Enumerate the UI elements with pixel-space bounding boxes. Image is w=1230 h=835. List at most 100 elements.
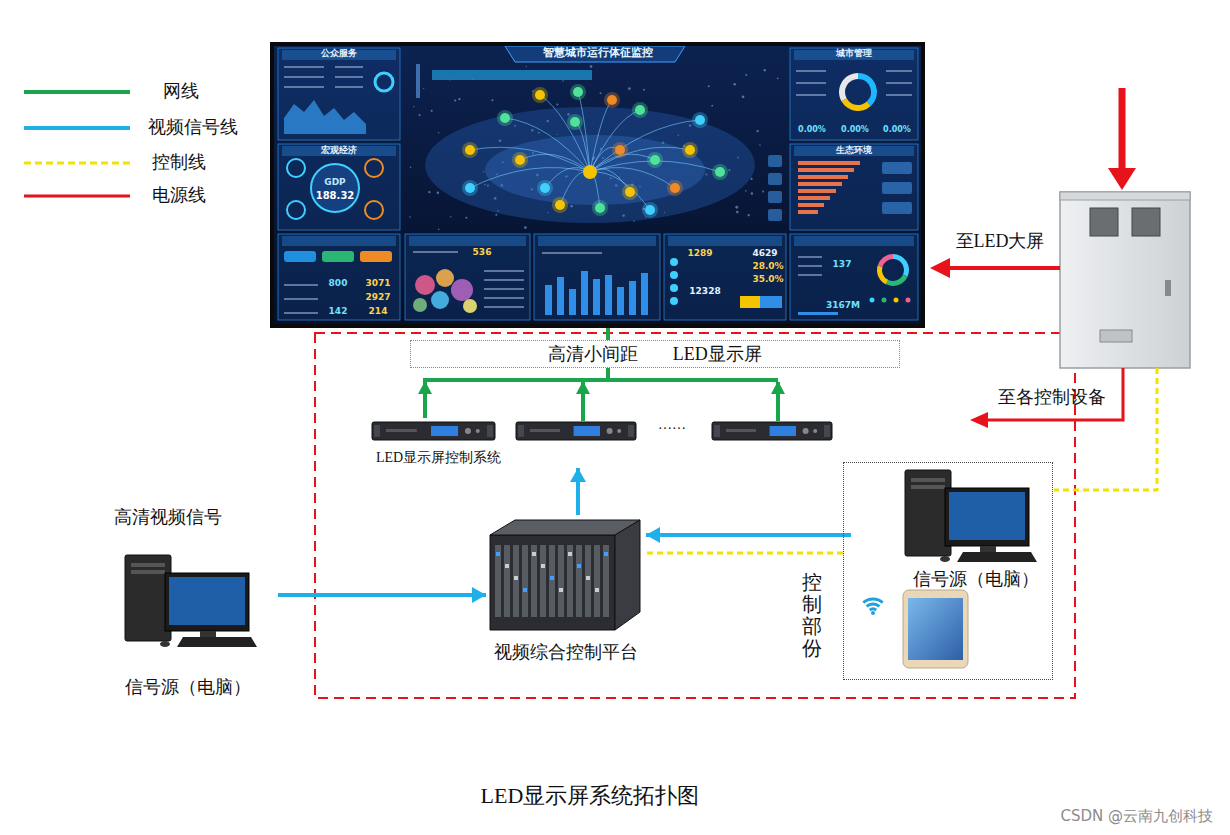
donut-segment xyxy=(841,98,870,111)
pc-screen xyxy=(949,492,1025,540)
card-port xyxy=(586,576,590,580)
controller-body xyxy=(372,422,495,440)
map-dot-glow xyxy=(497,110,513,126)
map-dot-glow xyxy=(552,197,568,213)
hbar xyxy=(798,189,836,193)
card-slot xyxy=(495,545,501,617)
card-port xyxy=(568,552,572,556)
metric-value: 1289 xyxy=(687,248,712,258)
metric-value: 3167M xyxy=(826,300,860,310)
donut-segment xyxy=(877,265,888,284)
legend-dot xyxy=(882,298,887,303)
legend-swatch xyxy=(22,157,132,169)
signal-label: 高清视频信号 xyxy=(114,507,222,528)
map-dot-glow xyxy=(622,184,638,200)
cabinet-plate xyxy=(1100,330,1132,342)
arrowhead xyxy=(771,381,785,394)
star-dot xyxy=(643,89,645,91)
bar xyxy=(545,285,552,315)
star-dot xyxy=(759,144,760,145)
stat-tile xyxy=(882,202,912,214)
text-line xyxy=(798,312,838,315)
mini-icon xyxy=(670,297,678,305)
map-dot-glow xyxy=(667,180,683,196)
metric-value: 214 xyxy=(369,306,388,316)
text-line xyxy=(335,86,363,88)
flow-line xyxy=(540,95,590,172)
arrowhead xyxy=(1108,168,1136,190)
card-slot xyxy=(594,545,600,617)
map-scroll xyxy=(416,64,420,98)
star-dot xyxy=(745,190,747,192)
legend-dot xyxy=(906,298,911,303)
bar xyxy=(569,289,576,315)
star-dot xyxy=(751,192,753,194)
map-dot-glow xyxy=(462,180,478,196)
metric-value: 0.00% xyxy=(798,125,826,134)
connector xyxy=(278,593,486,597)
bar xyxy=(593,279,600,315)
map-dot xyxy=(615,145,625,155)
legend-dot xyxy=(870,298,875,303)
star-dot xyxy=(526,66,527,67)
metric-value: 3071 xyxy=(365,278,390,288)
star-dot xyxy=(628,87,631,90)
map-dot-glow xyxy=(604,92,620,108)
arrowhead xyxy=(970,412,988,428)
kpi-ring xyxy=(365,201,383,219)
map-dot xyxy=(645,205,655,215)
hbar xyxy=(798,196,830,200)
star-dot xyxy=(590,65,593,68)
star-dot xyxy=(450,216,451,217)
map-glow xyxy=(485,135,705,205)
metric-value: 137 xyxy=(833,259,852,269)
connector-group xyxy=(278,587,486,603)
hbar xyxy=(798,175,848,179)
word-bubble xyxy=(436,269,454,287)
dashboard-panel xyxy=(664,234,786,320)
card-slot xyxy=(504,545,510,617)
text-line xyxy=(886,70,912,72)
rack-ear xyxy=(628,425,634,437)
drive-bay xyxy=(911,485,945,489)
star-dot xyxy=(556,104,558,106)
star-dot xyxy=(410,166,412,168)
legend-swatch xyxy=(22,86,132,98)
side-icon xyxy=(768,191,782,203)
bar xyxy=(557,277,564,315)
platform-top xyxy=(490,520,640,535)
card-port xyxy=(505,564,509,568)
connector-group xyxy=(570,468,586,515)
map-dot xyxy=(555,200,565,210)
star-dot xyxy=(438,132,439,133)
map-dot-glow xyxy=(462,142,478,158)
wifi-arc xyxy=(869,608,877,612)
star-dot xyxy=(437,191,440,194)
text-line xyxy=(798,274,822,276)
dashboard-panel xyxy=(278,144,400,230)
text-line xyxy=(796,94,826,96)
panel-header xyxy=(794,236,914,246)
dashboard-panel xyxy=(278,48,400,140)
connector-group xyxy=(646,553,843,554)
card-port xyxy=(541,564,545,568)
controller-body xyxy=(516,422,636,440)
dashboard-panel xyxy=(790,234,918,320)
power-wire xyxy=(945,266,1060,270)
map-dot xyxy=(695,115,705,125)
text-line xyxy=(484,279,524,281)
legend-text: 视频信号线 xyxy=(148,117,238,138)
metric-value: 28.0% xyxy=(752,261,783,271)
legend-line xyxy=(24,126,130,130)
text-line xyxy=(335,76,363,78)
drive-bay xyxy=(131,563,165,567)
power-cabinet xyxy=(1060,192,1190,368)
metric-value: 12328 xyxy=(689,286,720,296)
metric-value: 0.00% xyxy=(883,125,911,134)
donut-segment xyxy=(886,275,908,286)
dashboard-panel xyxy=(405,234,530,320)
map-dot-glow xyxy=(692,112,708,128)
map-dot xyxy=(570,117,580,127)
star-dot xyxy=(495,214,497,216)
map-dot-glow xyxy=(532,87,548,103)
